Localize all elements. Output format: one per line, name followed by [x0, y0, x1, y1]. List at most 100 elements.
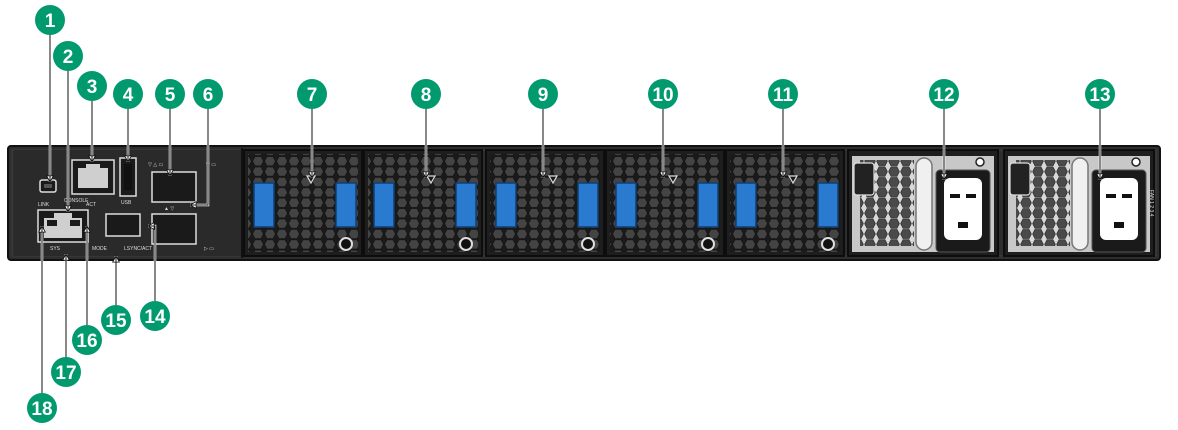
callout-number: 10: [652, 85, 673, 106]
callout-5: 5: [155, 79, 185, 109]
callout-number: 16: [76, 331, 97, 352]
side-label: FAN 1 2 3 4: [1148, 190, 1154, 217]
svg-text:▽ △ ▭: ▽ △ ▭: [148, 162, 163, 168]
callout-circle: [528, 79, 558, 109]
callout-circle: [72, 325, 102, 355]
callout-number: 12: [933, 85, 954, 106]
svg-text:▽ ▭: ▽ ▭: [206, 162, 216, 168]
callout-number: 17: [55, 363, 76, 384]
svg-text:▲ ▽: ▲ ▽: [164, 206, 174, 212]
callout-number: 13: [1089, 85, 1110, 106]
callout-7: 7: [297, 79, 327, 109]
callout-number: 18: [31, 399, 52, 420]
callout-circle: [193, 79, 223, 109]
callout-number: 4: [123, 85, 134, 106]
callout-circle: [140, 301, 170, 331]
usb-label: USB: [121, 200, 132, 206]
callout-circle: [768, 79, 798, 109]
callout-number: 2: [63, 47, 74, 68]
psu-handle[interactable]: [1009, 162, 1031, 196]
leader-lines-outline: [41, 34, 1101, 394]
callout-number: 5: [165, 85, 176, 106]
management-section: USB ▽ △ ▭ ▽ ▭ ▲ ▽ LINK CONSOLE ACT SYS M…: [14, 148, 243, 258]
leader-line-outline: [148, 225, 156, 302]
fan-module-3[interactable]: [485, 149, 605, 257]
callout-circle: [297, 79, 327, 109]
callout-circle: [101, 305, 131, 335]
callout-18: 18: [27, 393, 57, 423]
fan-latch-right[interactable]: [817, 182, 839, 228]
console-label: CONSOLE: [64, 198, 89, 204]
callout-number: 1: [45, 11, 56, 32]
callout-2: 2: [53, 41, 83, 71]
fan-latch-right[interactable]: [577, 182, 599, 228]
callout-circle: [77, 71, 107, 101]
callout-number: 7: [307, 85, 318, 106]
fan-latch-left[interactable]: [735, 182, 757, 228]
callout-circle: [411, 79, 441, 109]
link-label: LINK: [38, 202, 50, 208]
sys-label: SYS: [50, 246, 61, 252]
callout-number: 6: [203, 85, 214, 106]
callout-1: 1: [35, 5, 65, 35]
callout-6: 6: [193, 79, 223, 109]
callout-circle: [1085, 79, 1115, 109]
lsync-label: LSYNC/ACT: [124, 246, 152, 252]
callout-16: 16: [72, 325, 102, 355]
leader-line-outline: [190, 108, 209, 206]
fan-latch-right[interactable]: [697, 182, 719, 228]
fan-latch-right[interactable]: [335, 182, 357, 228]
fan-screw-icon: [581, 237, 595, 251]
callout-number: 3: [87, 77, 98, 98]
fan-latch-left[interactable]: [253, 182, 275, 228]
fan-latch-left[interactable]: [373, 182, 395, 228]
fan-screw-icon: [821, 237, 835, 251]
fan-module-4[interactable]: [605, 149, 725, 257]
fan-screw-icon: [701, 237, 715, 251]
sfp-port-bottom[interactable]: [151, 213, 197, 245]
callout-11: 11: [768, 79, 798, 109]
callout-number: 9: [538, 85, 549, 106]
fan-screw-icon: [459, 237, 473, 251]
callout-8: 8: [411, 79, 441, 109]
callout-number: 14: [144, 307, 166, 328]
fan-module-2[interactable]: [363, 149, 483, 257]
callout-circle: [648, 79, 678, 109]
callout-number: 8: [421, 85, 432, 106]
callout-14: 14: [140, 301, 170, 331]
callout-circle: [51, 357, 81, 387]
power-supply-2[interactable]: [1003, 149, 1155, 257]
callout-13: 13: [1085, 79, 1115, 109]
fan-latch-left[interactable]: [615, 182, 637, 228]
callout-circle: [53, 41, 83, 71]
svg-text:▷ ▭: ▷ ▭: [204, 246, 214, 252]
console-port[interactable]: [71, 159, 115, 195]
callout-circle: [929, 79, 959, 109]
act-label: ACT: [86, 202, 96, 208]
callout-circle: [27, 393, 57, 423]
callout-4: 4: [113, 79, 143, 109]
fan-latch-right[interactable]: [455, 182, 477, 228]
callout-9: 9: [528, 79, 558, 109]
callout-number: 11: [773, 85, 794, 106]
fan-latch-left[interactable]: [495, 182, 517, 228]
mode-button[interactable]: [105, 213, 141, 237]
power-supply-modules: [847, 149, 1155, 257]
callout-circle: [113, 79, 143, 109]
psu-screw-icon: [975, 157, 985, 167]
power-supply-1[interactable]: [847, 149, 999, 257]
mode-label: MODE: [92, 246, 108, 252]
psu-handle[interactable]: [853, 162, 875, 196]
callout-3: 3: [77, 71, 107, 101]
callout-15: 15: [101, 305, 131, 335]
management-ethernet-port[interactable]: [37, 209, 89, 243]
fan-module-5[interactable]: [725, 149, 845, 257]
fan-module-1[interactable]: [243, 149, 363, 257]
fan-screw-icon: [339, 237, 353, 251]
fan-modules: [243, 149, 845, 257]
callout-10: 10: [648, 79, 678, 109]
sfp-port-top[interactable]: [151, 171, 197, 203]
callout-12: 12: [929, 79, 959, 109]
